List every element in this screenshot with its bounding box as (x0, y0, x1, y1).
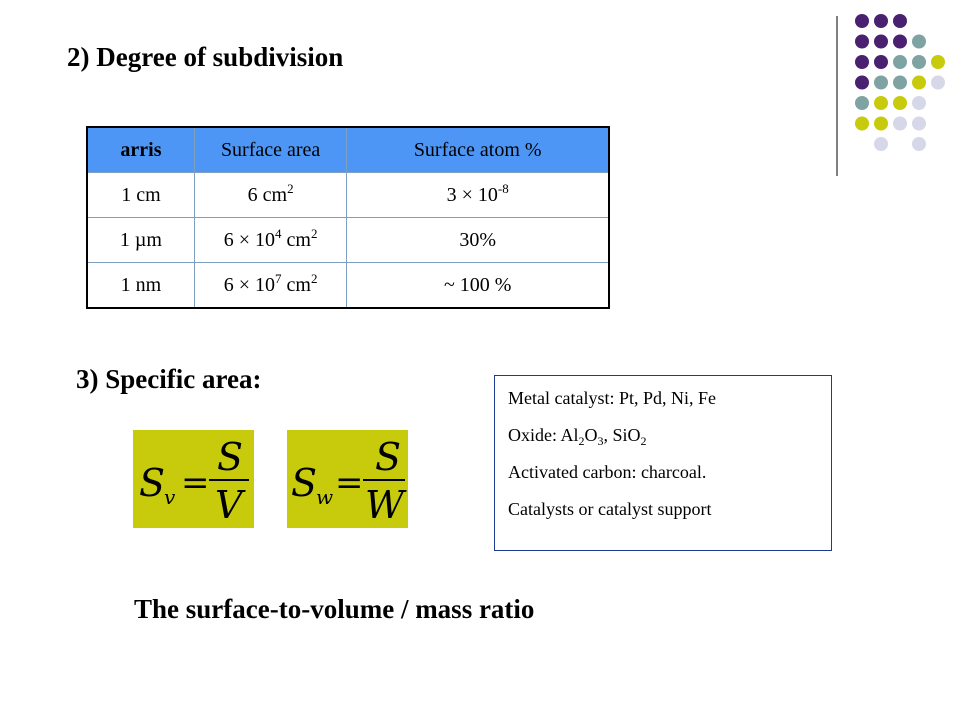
decorative-dot (855, 96, 869, 110)
catalyst-notes-box: Metal catalyst: Pt, Pd, Ni, Fe Oxide: Al… (494, 375, 832, 551)
fraction-bar (209, 479, 249, 481)
decorative-divider-line (836, 16, 838, 176)
section-title-subdivision: 2) Degree of subdivision (67, 42, 344, 72)
table-row: 1 µm 6 × 104 cm2 30% (86, 217, 610, 263)
footer-statement: The surface-to-volume / mass ratio (134, 594, 535, 624)
decorative-dot (912, 116, 926, 131)
formula-subscript: w (316, 485, 333, 509)
decorative-dot (874, 55, 888, 69)
decorative-dot (893, 116, 907, 131)
decorative-dot (893, 75, 907, 90)
fraction-bar (363, 479, 405, 481)
decorative-dot (874, 137, 888, 151)
formula-sv: S v = S V (133, 430, 254, 528)
table-row: 1 cm 6 cm2 3 × 10-8 (86, 172, 610, 218)
subdivision-table: arris Surface area Surface atom % 1 cm 6… (86, 126, 610, 309)
section-title-specific-area: 3) Specific area: (76, 364, 262, 394)
decorative-dot (893, 96, 907, 110)
formula-denominator: W (365, 483, 407, 527)
table-row: 1 nm 6 × 107 cm2 ~ 100 % (86, 262, 610, 309)
cell-surface-atom: 3 × 10-8 (346, 172, 610, 218)
cell-surface-area: 6 × 107 cm2 (193, 262, 348, 309)
decorative-dot (855, 34, 869, 49)
decorative-dot (893, 14, 907, 28)
decorative-dot (931, 75, 945, 90)
decorative-dot (874, 14, 888, 28)
formula-lhs: S (291, 461, 317, 505)
note-metal-catalyst: Metal catalyst: Pt, Pd, Ni, Fe (508, 388, 716, 408)
cell-surface-atom: ~ 100 % (346, 262, 610, 309)
decorative-dot (855, 116, 869, 131)
decorative-dot (874, 96, 888, 110)
decorative-dot (855, 75, 869, 90)
decorative-dot (874, 75, 888, 90)
header-surface-atom: Surface atom % (346, 126, 610, 173)
cell-surface-area: 6 × 104 cm2 (193, 217, 348, 263)
decorative-dot (912, 96, 926, 110)
decorative-dot (912, 55, 926, 69)
decorative-dot (912, 137, 926, 151)
decorative-dot (931, 55, 945, 69)
note-activated-carbon: Activated carbon: charcoal. (508, 462, 707, 482)
formula-lhs: S (139, 461, 165, 505)
decorative-dot (912, 75, 926, 90)
decorative-dot (912, 34, 926, 49)
cell-arris: 1 cm (86, 172, 195, 218)
formula-subscript: v (164, 485, 176, 509)
cell-arris: 1 µm (86, 217, 195, 263)
table-header-row: arris Surface area Surface atom % (86, 126, 610, 173)
formula-numerator: S (375, 435, 401, 479)
decorative-dot (874, 116, 888, 131)
header-arris: arris (86, 126, 195, 173)
formula-denominator: V (215, 483, 246, 527)
decorative-dot (893, 34, 907, 49)
note-oxide: Oxide: Al2O3, SiO2 (508, 425, 647, 448)
cell-surface-area: 6 cm2 (193, 172, 348, 218)
cell-surface-atom: 30% (346, 217, 610, 263)
note-catalyst-support: Catalysts or catalyst support (508, 499, 712, 519)
formula-sw: S w = S W (287, 430, 408, 528)
decorative-dot (855, 14, 869, 28)
cell-arris: 1 nm (86, 262, 195, 309)
header-surface-area: Surface area (193, 126, 348, 173)
formula-equals: = (181, 463, 210, 503)
decorative-dot-grid (855, 14, 945, 151)
decorative-dot (855, 55, 869, 69)
formula-numerator: S (217, 435, 243, 479)
decorative-dot (874, 34, 888, 49)
formula-equals: = (335, 463, 364, 503)
decorative-dot (893, 55, 907, 69)
